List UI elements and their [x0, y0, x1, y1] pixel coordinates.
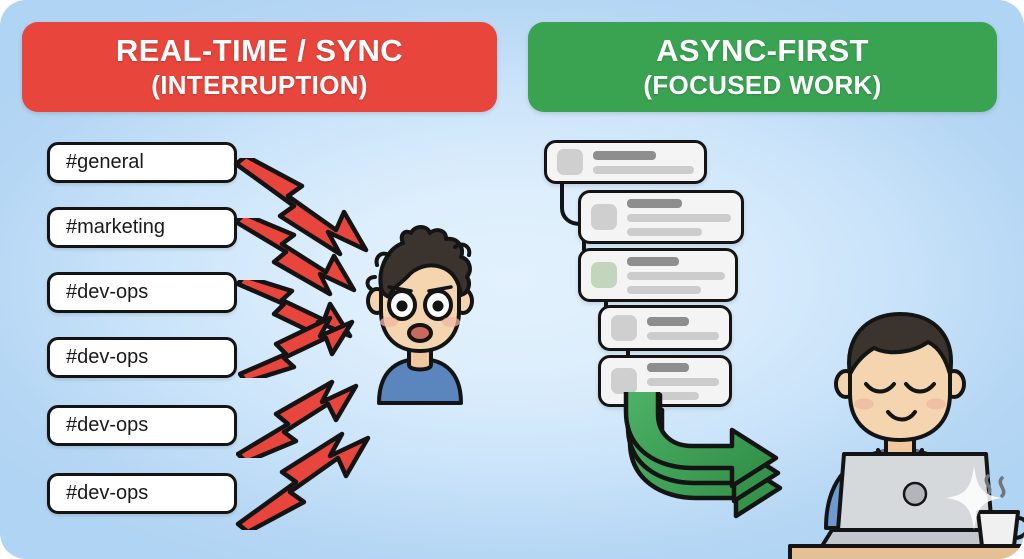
- channel-label: #dev-ops: [66, 281, 149, 303]
- interrupt-arrow-3-icon: [236, 280, 353, 343]
- sparkle-icon: [946, 466, 1002, 530]
- message-name-bar: [593, 150, 656, 160]
- message-lines: [627, 256, 725, 294]
- channel-label: #dev-ops: [66, 414, 149, 436]
- message-name-bar: [627, 256, 679, 266]
- interrupt-arrow-4-icon: [238, 315, 355, 378]
- left-header-line2: (INTERRUPTION): [151, 70, 368, 101]
- message-text-bar: [627, 271, 725, 280]
- message-lines: [647, 362, 719, 400]
- channel-chip-devops-3[interactable]: #dev-ops: [47, 405, 237, 446]
- channel-label: #dev-ops: [66, 346, 149, 368]
- message-text-bar: [647, 331, 719, 340]
- message-name-bar: [647, 316, 689, 326]
- channel-chip-marketing[interactable]: #marketing: [47, 207, 237, 248]
- message-lines: [593, 150, 694, 174]
- message-text-bar: [593, 165, 694, 174]
- message-card-2[interactable]: [578, 190, 744, 244]
- message-text-bar: [627, 227, 702, 236]
- stressed-person-avatar: [365, 225, 474, 405]
- interrupt-arrow-1-icon: [233, 158, 369, 257]
- right-header-line2: (FOCUSED WORK): [643, 70, 882, 101]
- interrupt-arrow-2-icon: [234, 218, 357, 297]
- message-text-bar: [627, 213, 731, 222]
- left-header-line1: REAL-TIME / SYNC: [115, 33, 404, 69]
- message-card-3[interactable]: [578, 248, 738, 302]
- channel-chip-devops-1[interactable]: #dev-ops: [47, 272, 237, 313]
- message-card-5[interactable]: [598, 355, 732, 407]
- interrupt-arrow-5-icon: [236, 379, 359, 458]
- message-name-bar: [647, 362, 689, 372]
- channel-chip-general[interactable]: #general: [47, 142, 237, 183]
- left-panel-header: REAL-TIME / SYNC (INTERRUPTION): [22, 22, 497, 112]
- message-name-bar: [627, 198, 683, 208]
- message-avatar: [591, 204, 617, 230]
- message-avatar: [591, 262, 617, 288]
- message-card-1[interactable]: [544, 140, 707, 184]
- message-text-bar: [647, 377, 719, 386]
- right-panel-header: ASYNC-FIRST (FOCUSED WORK): [528, 22, 997, 112]
- channel-chip-devops-2[interactable]: #dev-ops: [47, 337, 237, 378]
- steam-icon: [984, 474, 1006, 498]
- message-card-4[interactable]: [598, 305, 732, 351]
- async-flow-arrow-icon: [623, 392, 783, 519]
- message-lines: [647, 316, 719, 340]
- focused-person-avatar: [788, 312, 1024, 559]
- message-avatar: [557, 149, 583, 175]
- right-header-line1: ASYNC-FIRST: [656, 33, 869, 69]
- message-lines: [627, 198, 731, 236]
- channel-label: #marketing: [66, 216, 165, 238]
- message-avatar: [611, 315, 637, 341]
- channel-label: #general: [66, 151, 144, 173]
- channel-label: #dev-ops: [66, 482, 149, 504]
- message-text-bar: [647, 391, 699, 400]
- message-text-bar: [627, 285, 701, 294]
- interrupt-arrow-6-icon: [235, 431, 371, 530]
- message-avatar: [611, 368, 637, 394]
- channel-chip-devops-4[interactable]: #dev-ops: [47, 473, 237, 514]
